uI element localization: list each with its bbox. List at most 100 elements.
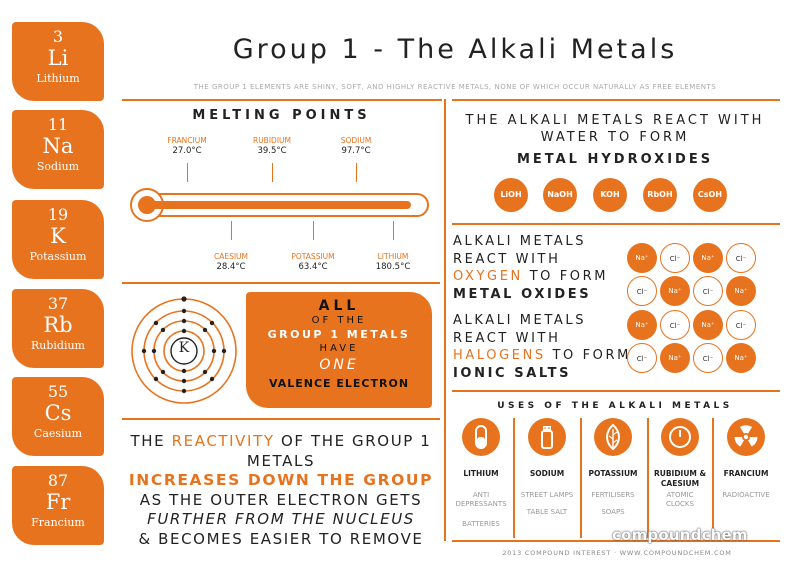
text-line: REACT WITH xyxy=(453,251,561,267)
reactivity-highlight: REACTIVITY xyxy=(171,432,275,450)
ionic-lattice-top: Na⁺ Cl⁻ Na⁺ Cl⁻ Cl⁻ Na⁺ Cl⁻ Na⁺ xyxy=(627,243,775,307)
pill-icon xyxy=(462,418,500,456)
divider xyxy=(452,99,780,101)
valence-line: HAVE xyxy=(319,343,359,354)
mp-name: RUBIDIUM xyxy=(252,136,291,145)
chloride-ion: Cl⁻ xyxy=(693,276,723,306)
text-line: OXYGEN TO FORM xyxy=(453,268,608,286)
mp-tick xyxy=(272,163,273,182)
use-column-francium: FRANCIUM RADIOACTIVE xyxy=(715,418,777,500)
atomic-number: 19 xyxy=(47,205,69,224)
valence-electron-box: ALL OF THE GROUP 1 METALS HAVE ONE VALEN… xyxy=(246,292,432,408)
mp-name: FRANCIUM xyxy=(167,136,207,145)
potassium-atom-diagram xyxy=(131,296,237,404)
atom-nucleus-symbol: K xyxy=(178,340,190,356)
use-column-potassium: POTASSIUM FERTILISERS SOAPS xyxy=(582,418,644,517)
oxygen-reaction-text: ALKALI METALS REACT WITH OXYGEN TO FORM … xyxy=(453,233,608,303)
mp-name: CAESIUM xyxy=(213,252,249,261)
atomic-number: 3 xyxy=(52,27,64,46)
mp-value: 97.7°C xyxy=(341,146,371,156)
element-tile-caesium: 55 Cs Caesium xyxy=(12,377,104,456)
text: THE xyxy=(130,432,172,450)
use-item: ANTI DEPRESSANTS xyxy=(455,491,507,508)
chloride-ion: Cl⁻ xyxy=(660,310,690,340)
valence-line: OF THE xyxy=(311,315,367,326)
use-element-name: POTASSIUM xyxy=(588,469,638,478)
chloride-ion: Cl⁻ xyxy=(693,343,723,373)
element-name: Francium xyxy=(31,516,85,529)
text-line: ALKALI METALS xyxy=(453,234,587,249)
text-line: REACT WITH xyxy=(453,330,561,346)
mp-tick xyxy=(356,163,357,182)
salt-shaker-icon xyxy=(528,418,566,456)
element-tile-lithium: 3 Li Lithium xyxy=(12,22,104,101)
mp-label-sodium: SODIUM 97.7°C xyxy=(316,135,396,157)
radioactive-icon xyxy=(727,418,765,456)
divider xyxy=(452,390,780,392)
hydroxide-badge: KOH xyxy=(593,178,627,212)
mp-label-francium: FRANCIUM 27.0°C xyxy=(147,135,227,157)
reactivity-line: & BECOMES EASIER TO REMOVE xyxy=(138,529,424,548)
use-item: RADIOACTIVE xyxy=(722,491,770,499)
atomic-number: 87 xyxy=(47,471,69,490)
mp-tick xyxy=(231,221,232,240)
heading-line: THE ALKALI METALS REACT WITH xyxy=(465,113,765,128)
element-name: Rubidium xyxy=(30,339,85,352)
sodium-ion: Na⁺ xyxy=(726,276,756,306)
footer-credit: 2013 COMPOUND INTEREST · WWW.COMPOUNDCHE… xyxy=(502,549,732,557)
element-symbol: Na xyxy=(42,134,74,158)
mp-tick xyxy=(393,221,394,240)
heading-line: METAL HYDROXIDES xyxy=(516,152,714,167)
divider xyxy=(452,540,780,542)
halogen-reaction-text: ALKALI METALS REACT WITH HALOGENS TO FOR… xyxy=(453,312,631,382)
element-symbol: Fr xyxy=(45,490,71,514)
reactivity-statement: THE REACTIVITY OF THE GROUP 1 METALS INC… xyxy=(122,432,440,549)
text-line: METAL OXIDES xyxy=(453,286,592,302)
reactivity-line: INCREASES DOWN THE GROUP xyxy=(128,471,434,489)
sodium-ion: Na⁺ xyxy=(693,310,723,340)
use-item: STREET LAMPS xyxy=(520,491,574,499)
sodium-ion: Na⁺ xyxy=(627,243,657,273)
hydroxide-badge: LiOH xyxy=(494,178,528,212)
sodium-ion: Na⁺ xyxy=(660,343,690,373)
use-column-rubidium-caesium: RUBIDIUM & CAESIUM ATOMIC CLOCKS xyxy=(649,418,711,509)
mp-tick xyxy=(313,221,314,240)
text: OF THE GROUP 1 METALS xyxy=(246,432,432,470)
use-element-name: LITHIUM xyxy=(463,469,499,478)
element-symbol: Rb xyxy=(43,313,73,337)
text-line: ALKALI METALS xyxy=(453,313,587,328)
element-name: Lithium xyxy=(36,72,80,85)
mp-value: 28.4°C xyxy=(216,262,246,272)
hydroxide-badge: CsOH xyxy=(693,178,727,212)
text-line: HALOGENS TO FORM xyxy=(453,347,631,365)
page-title: Group 1 - The Alkali Metals xyxy=(232,34,678,65)
page-subtitle: THE GROUP 1 ELEMENTS ARE SHINY, SOFT, AN… xyxy=(193,83,717,91)
mp-tick xyxy=(187,163,188,182)
mp-value: 27.0°C xyxy=(172,146,202,156)
use-item: FERTILISERS xyxy=(591,491,635,499)
atomic-number: 37 xyxy=(47,294,69,313)
use-element-name: SODIUM xyxy=(529,469,565,478)
divider xyxy=(444,99,446,541)
divider xyxy=(580,418,582,538)
chloride-ion: Cl⁻ xyxy=(726,310,756,340)
ionic-lattice-bottom: Na⁺ Cl⁻ Na⁺ Cl⁻ Cl⁻ Na⁺ Cl⁻ Na⁺ xyxy=(627,310,775,374)
divider xyxy=(122,99,442,101)
element-symbol: K xyxy=(50,224,66,248)
element-symbol: Cs xyxy=(44,401,72,425)
hydroxide-badge: RbOH xyxy=(643,178,677,212)
valence-line: ONE xyxy=(319,357,359,373)
element-tile-potassium: 19 K Potassium xyxy=(12,200,104,279)
use-item: BATTERIES xyxy=(462,520,500,528)
melting-points-title: MELTING POINTS xyxy=(192,108,371,123)
use-element-name: RUBIDIUM & CAESIUM xyxy=(653,469,707,488)
valence-line: GROUP 1 METALS xyxy=(267,328,411,341)
leaf-icon xyxy=(594,418,632,456)
reactivity-line: AS THE OUTER ELECTRON GETS xyxy=(139,490,423,509)
mp-name: SODIUM xyxy=(340,136,372,145)
mp-name: POTASSIUM xyxy=(291,252,335,261)
reactivity-line: THE REACTIVITY OF THE GROUP 1 METALS xyxy=(122,432,440,471)
sodium-ion: Na⁺ xyxy=(660,276,690,306)
atomic-number: 11 xyxy=(47,115,69,134)
chloride-ion: Cl⁻ xyxy=(726,243,756,273)
